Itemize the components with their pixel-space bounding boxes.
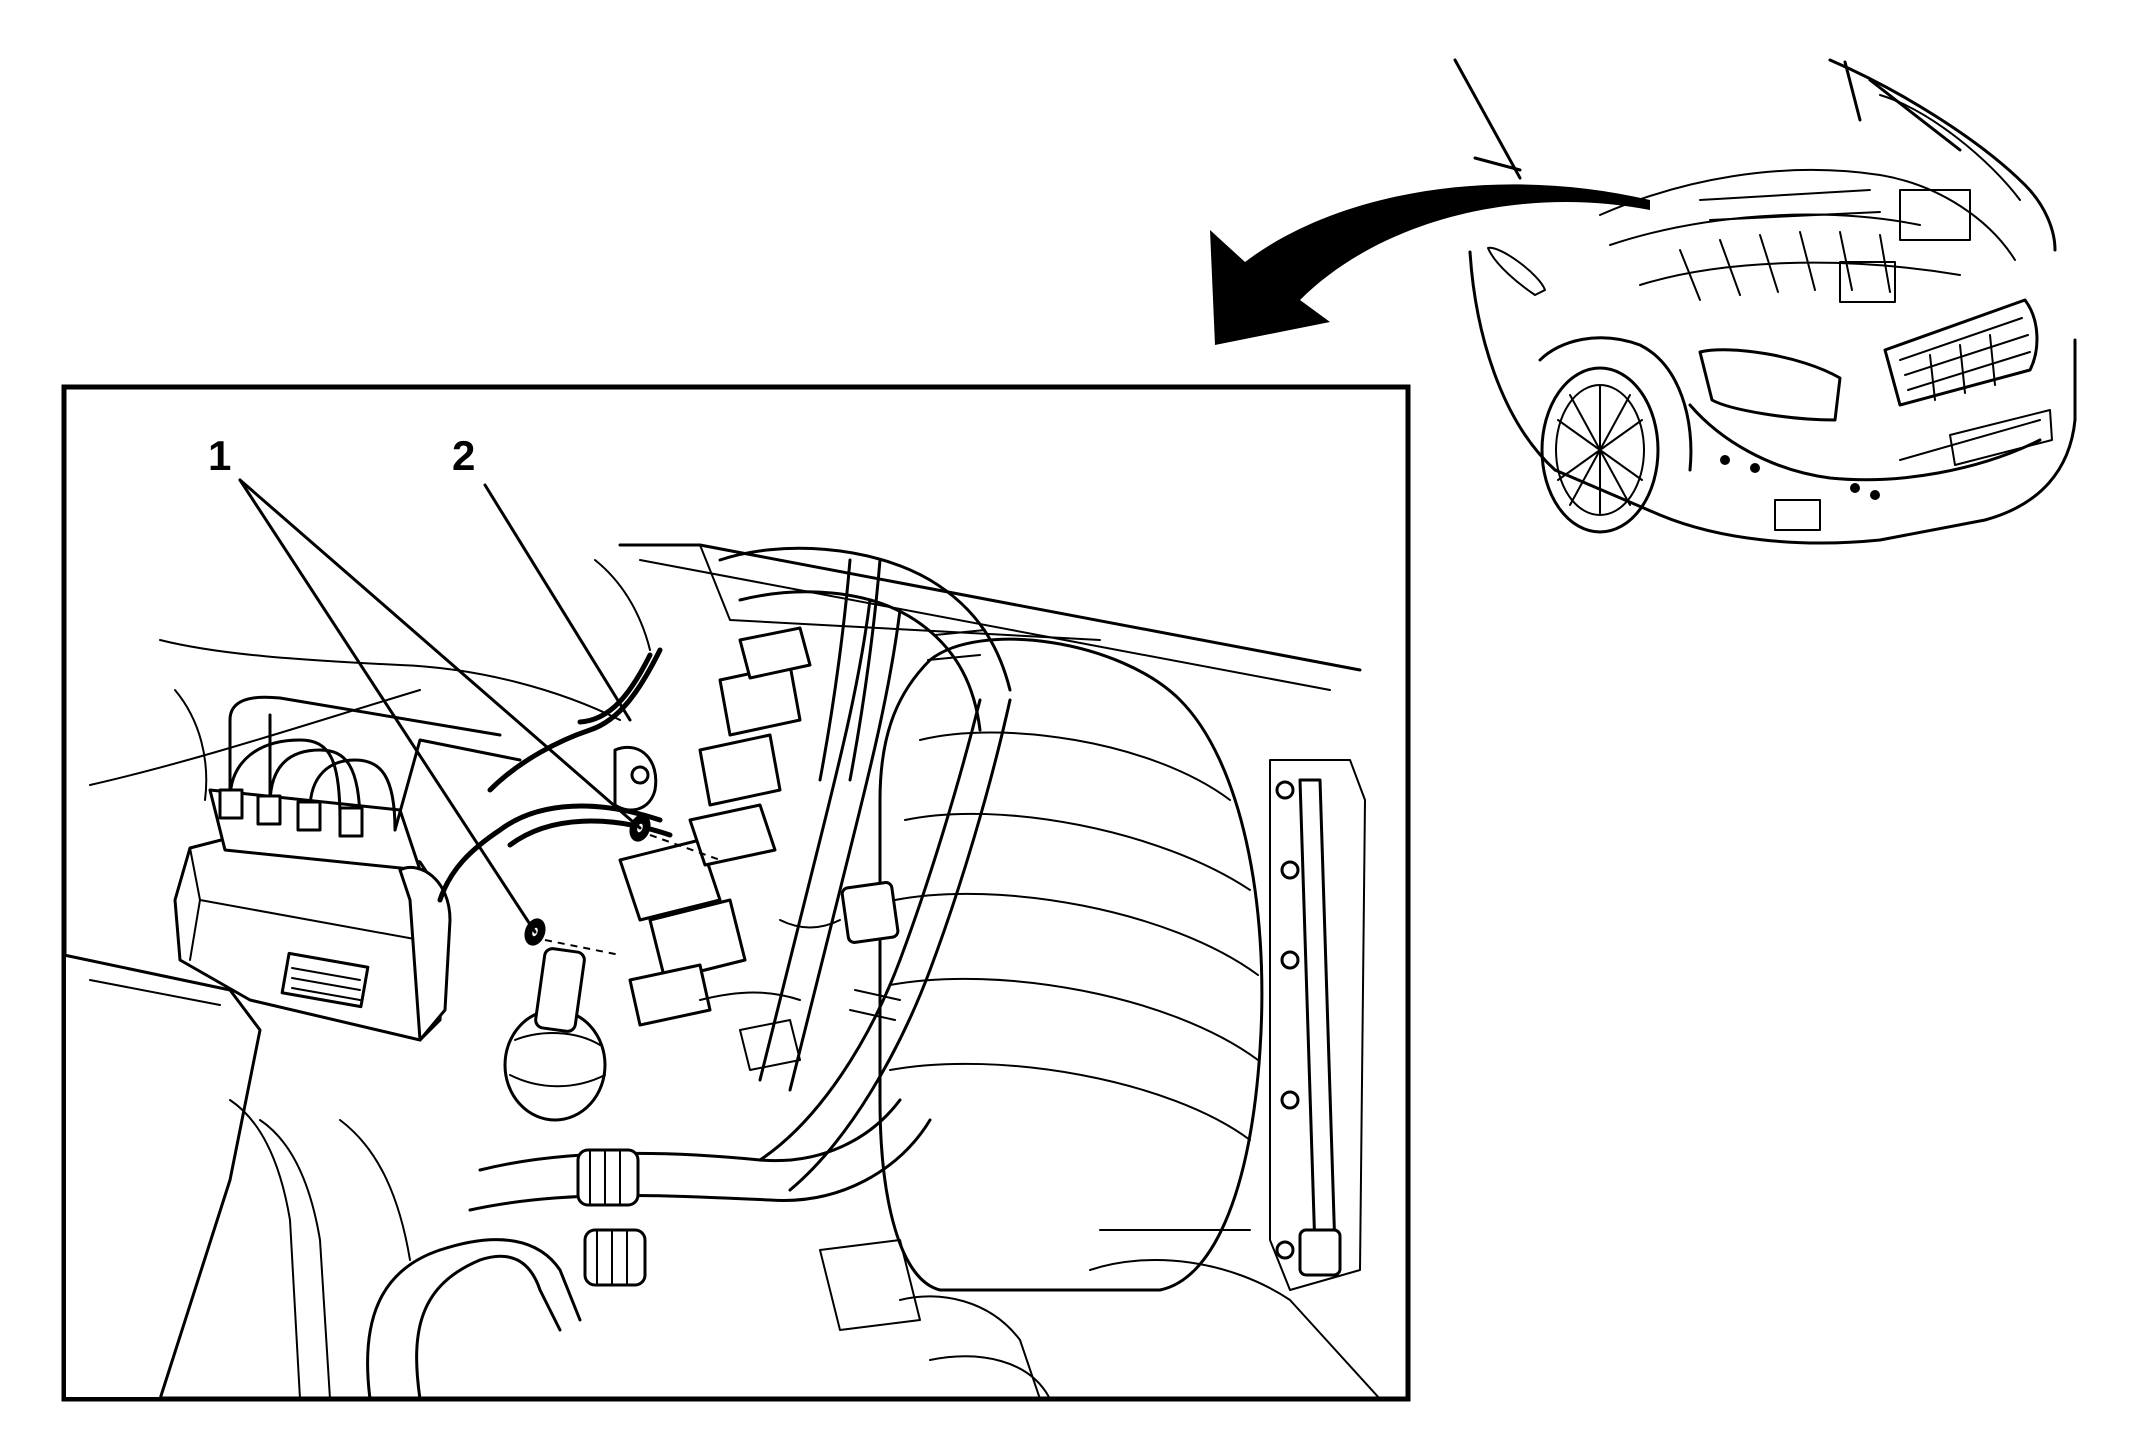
callout-1-leader-lower	[238, 478, 537, 934]
wiring-connectors	[618, 626, 841, 1071]
callout-2-label: 2	[452, 432, 475, 479]
callout-2-leader	[483, 483, 632, 722]
callout-1-leader-upper	[238, 478, 642, 830]
engine-compartment-detail	[66, 543, 1380, 1397]
callout-1: 1	[208, 432, 642, 934]
fuel-rail	[1269, 759, 1366, 1291]
abs-module	[173, 695, 522, 1042]
callout-1-label: 1	[208, 432, 231, 479]
engine-cover	[878, 637, 1264, 1292]
view-direction-arrow	[1210, 184, 1650, 345]
callout-2: 2	[452, 432, 632, 722]
detail-frame	[61, 384, 1411, 1402]
coolant-hoses	[366, 546, 1012, 1397]
vehicle-locator-view	[1453, 58, 2077, 545]
reservoir-cap	[503, 947, 607, 1122]
